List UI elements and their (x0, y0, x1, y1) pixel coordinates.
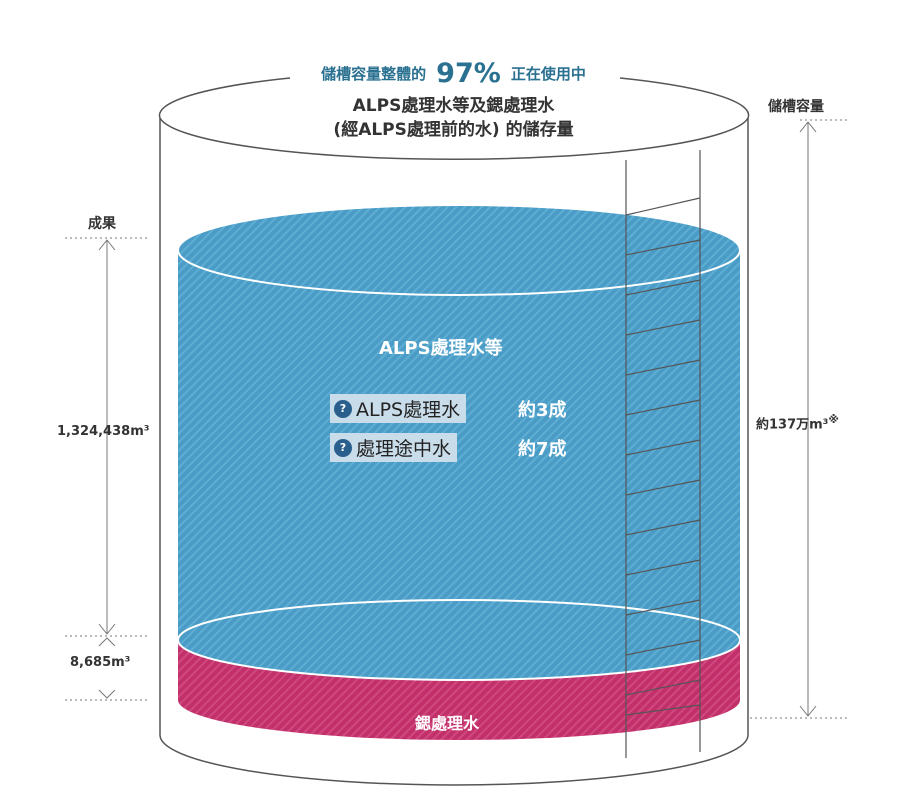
water-bottom-ellipse (177, 599, 741, 681)
subtitle-line2: (經ALPS處理前的水) 的儲存量 (333, 120, 574, 140)
outer-tank-outline (158, 77, 750, 786)
sr-label: 鍶處理水 (415, 714, 480, 733)
help-icon[interactable]: ? (334, 399, 352, 418)
sr-volume: 8,685m³ (70, 655, 131, 670)
capacity-label: 儲槽容量 (768, 99, 824, 115)
item-name: 處理途中水 (356, 438, 452, 460)
headline-prefix: 儲槽容量整體的 (321, 65, 427, 83)
help-icon[interactable]: ? (334, 438, 352, 457)
headline-suffix: 正在使用中 (510, 65, 586, 83)
note-mark: ※ (828, 413, 839, 426)
capacity-value: 約137万m³ (756, 417, 829, 433)
water-top-surface (177, 204, 741, 296)
item-name: ALPS處理水 (356, 399, 461, 421)
alps-main-label: ALPS處理水等 (379, 338, 503, 359)
usage-percent: 97% (436, 58, 501, 89)
item-share: 約7成 (518, 439, 567, 460)
alps-volume: 1,324,438m³ (57, 424, 150, 439)
alps-water-body (178, 250, 740, 680)
result-label: 成果 (88, 216, 116, 232)
usage-headline: 儲槽容量整體的 97% 正在使用中 (0, 58, 907, 89)
in-process-item[interactable]: ?處理途中水 (330, 433, 458, 462)
left-measure-lines (65, 119, 850, 719)
subtitle-line1: ALPS處理水等及鍶處理水 (352, 96, 555, 116)
subtitle: ALPS處理水等及鍶處理水 (經ALPS處理前的水) 的儲存量 (0, 94, 907, 142)
item-share: 約3成 (518, 400, 567, 421)
alps-item[interactable]: ?ALPS處理水 (330, 394, 467, 423)
level-gauge (625, 150, 701, 758)
